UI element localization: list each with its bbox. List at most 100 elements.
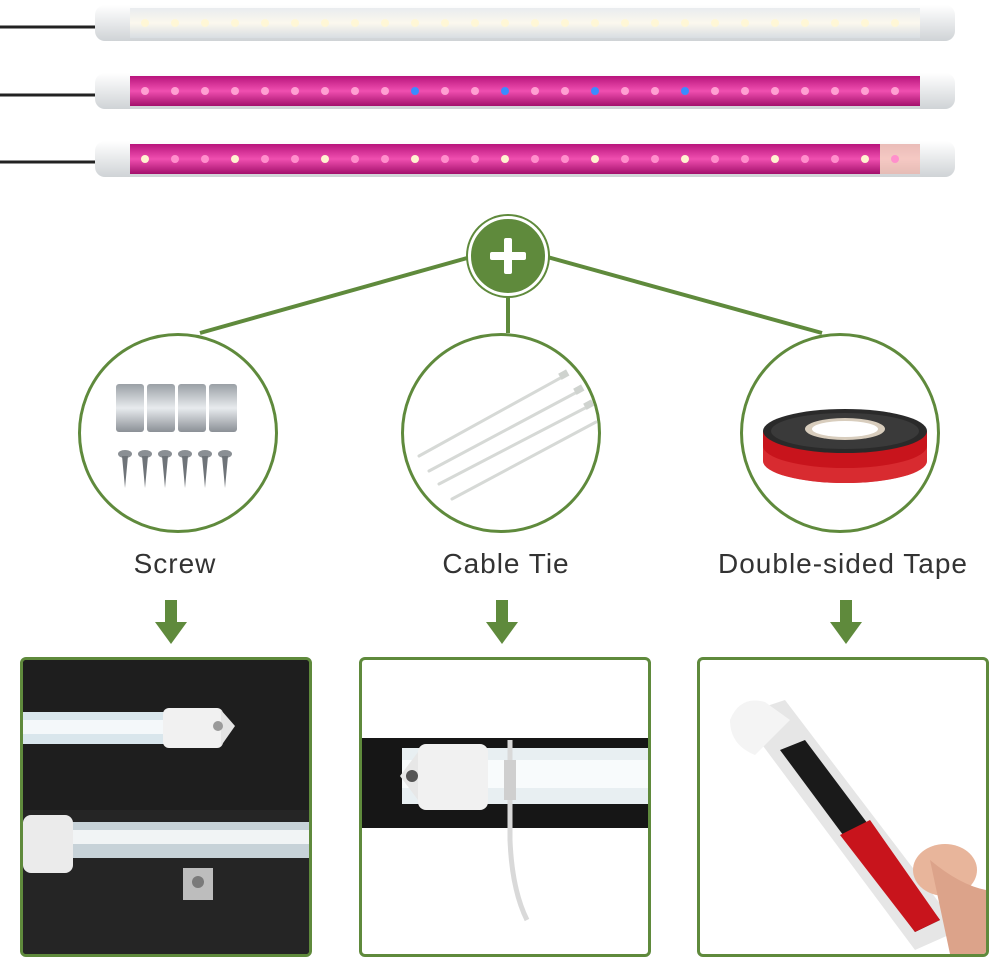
led-dot: [711, 155, 719, 163]
led-dot: [441, 155, 449, 163]
led-dot: [411, 155, 419, 163]
led-dot: [861, 19, 869, 27]
led-dot: [591, 155, 599, 163]
led-dot: [261, 19, 269, 27]
led-dot: [651, 87, 659, 95]
led-dot: [651, 19, 659, 27]
led-dot: [771, 19, 779, 27]
led-dot: [681, 155, 689, 163]
led-dot: [351, 19, 359, 27]
led-dot: [711, 87, 719, 95]
led-dot: [891, 87, 899, 95]
led-dot: [801, 155, 809, 163]
screw-head: [198, 450, 212, 458]
led-dot: [381, 19, 389, 27]
led-dot: [261, 87, 269, 95]
led-dot: [321, 19, 329, 27]
led-dot: [321, 155, 329, 163]
mounting-clip: [178, 384, 206, 432]
led-dot: [351, 155, 359, 163]
screw-shaft: [202, 456, 208, 488]
accessory-label-screw: Screw: [133, 548, 217, 579]
led-dot: [801, 87, 809, 95]
led-dot: [861, 155, 869, 163]
led-dot: [351, 87, 359, 95]
led-dot: [291, 87, 299, 95]
led-dot: [621, 155, 629, 163]
led-dot: [711, 19, 719, 27]
led-dot: [141, 155, 149, 163]
led-dot: [231, 19, 239, 27]
screw-image: [116, 384, 237, 488]
cable-tie-image: [417, 369, 598, 501]
tape-installation-photo: [697, 657, 989, 957]
accessory-label-cable-tie: Cable Tie: [442, 548, 570, 579]
led-dot: [411, 19, 419, 27]
led-dot: [441, 19, 449, 27]
led-dot: [381, 155, 389, 163]
screw-shaft: [142, 456, 148, 488]
led-dot: [741, 155, 749, 163]
cable-tie-installation-photo: [359, 657, 651, 957]
screw-head: [218, 450, 232, 458]
arrow-down-icon: [155, 600, 187, 644]
led-dot: [441, 87, 449, 95]
led-dot: [771, 87, 779, 95]
led-dot: [831, 155, 839, 163]
screw-head: [118, 450, 132, 458]
mounting-clip: [147, 384, 175, 432]
led-dot: [141, 87, 149, 95]
led-dot: [321, 87, 329, 95]
led-dot: [471, 155, 479, 163]
led-dot: [171, 87, 179, 95]
led-dot: [831, 87, 839, 95]
led-dot: [831, 19, 839, 27]
led-dot: [531, 19, 539, 27]
screw-head: [158, 450, 172, 458]
grow-light-strips: [0, 5, 955, 177]
led-dot: [801, 19, 809, 27]
led-dot: [891, 19, 899, 27]
led-dot: [171, 155, 179, 163]
led-dot: [201, 19, 209, 27]
led-dot: [171, 19, 179, 27]
led-dot: [651, 155, 659, 163]
led-dot: [471, 87, 479, 95]
led-dot: [591, 87, 599, 95]
led-dot: [621, 19, 629, 27]
led-dot: [291, 155, 299, 163]
plus-badge: [468, 216, 548, 296]
led-dot: [741, 87, 749, 95]
led-dot: [771, 155, 779, 163]
arrow-down-icon: [830, 600, 862, 644]
led-dot: [531, 155, 539, 163]
led-dot: [561, 19, 569, 27]
led-dot: [381, 87, 389, 95]
led-dot: [561, 155, 569, 163]
led-dot: [201, 155, 209, 163]
mounting-clip: [116, 384, 144, 432]
tape-circle: [740, 333, 940, 533]
accessory-label-tape: Double-sided Tape: [718, 548, 968, 579]
mounting-clip: [209, 384, 237, 432]
arrow-down-icon: [486, 600, 518, 644]
led-dot: [621, 87, 629, 95]
led-dot: [231, 87, 239, 95]
screw-shaft: [162, 456, 168, 488]
screw-installation-photo: [20, 657, 312, 957]
screw-head: [138, 450, 152, 458]
led-dot: [291, 19, 299, 27]
led-dot: [741, 19, 749, 27]
led-dot: [411, 87, 419, 95]
light-strip-pink-blue: [0, 73, 955, 109]
led-dot: [591, 19, 599, 27]
led-dot: [261, 155, 269, 163]
light-strip-white: [0, 5, 955, 41]
screw-shaft: [222, 456, 228, 488]
led-dot: [231, 155, 239, 163]
screw-shaft: [122, 456, 128, 488]
led-dot: [501, 87, 509, 95]
led-dot: [861, 87, 869, 95]
led-dot: [501, 155, 509, 163]
